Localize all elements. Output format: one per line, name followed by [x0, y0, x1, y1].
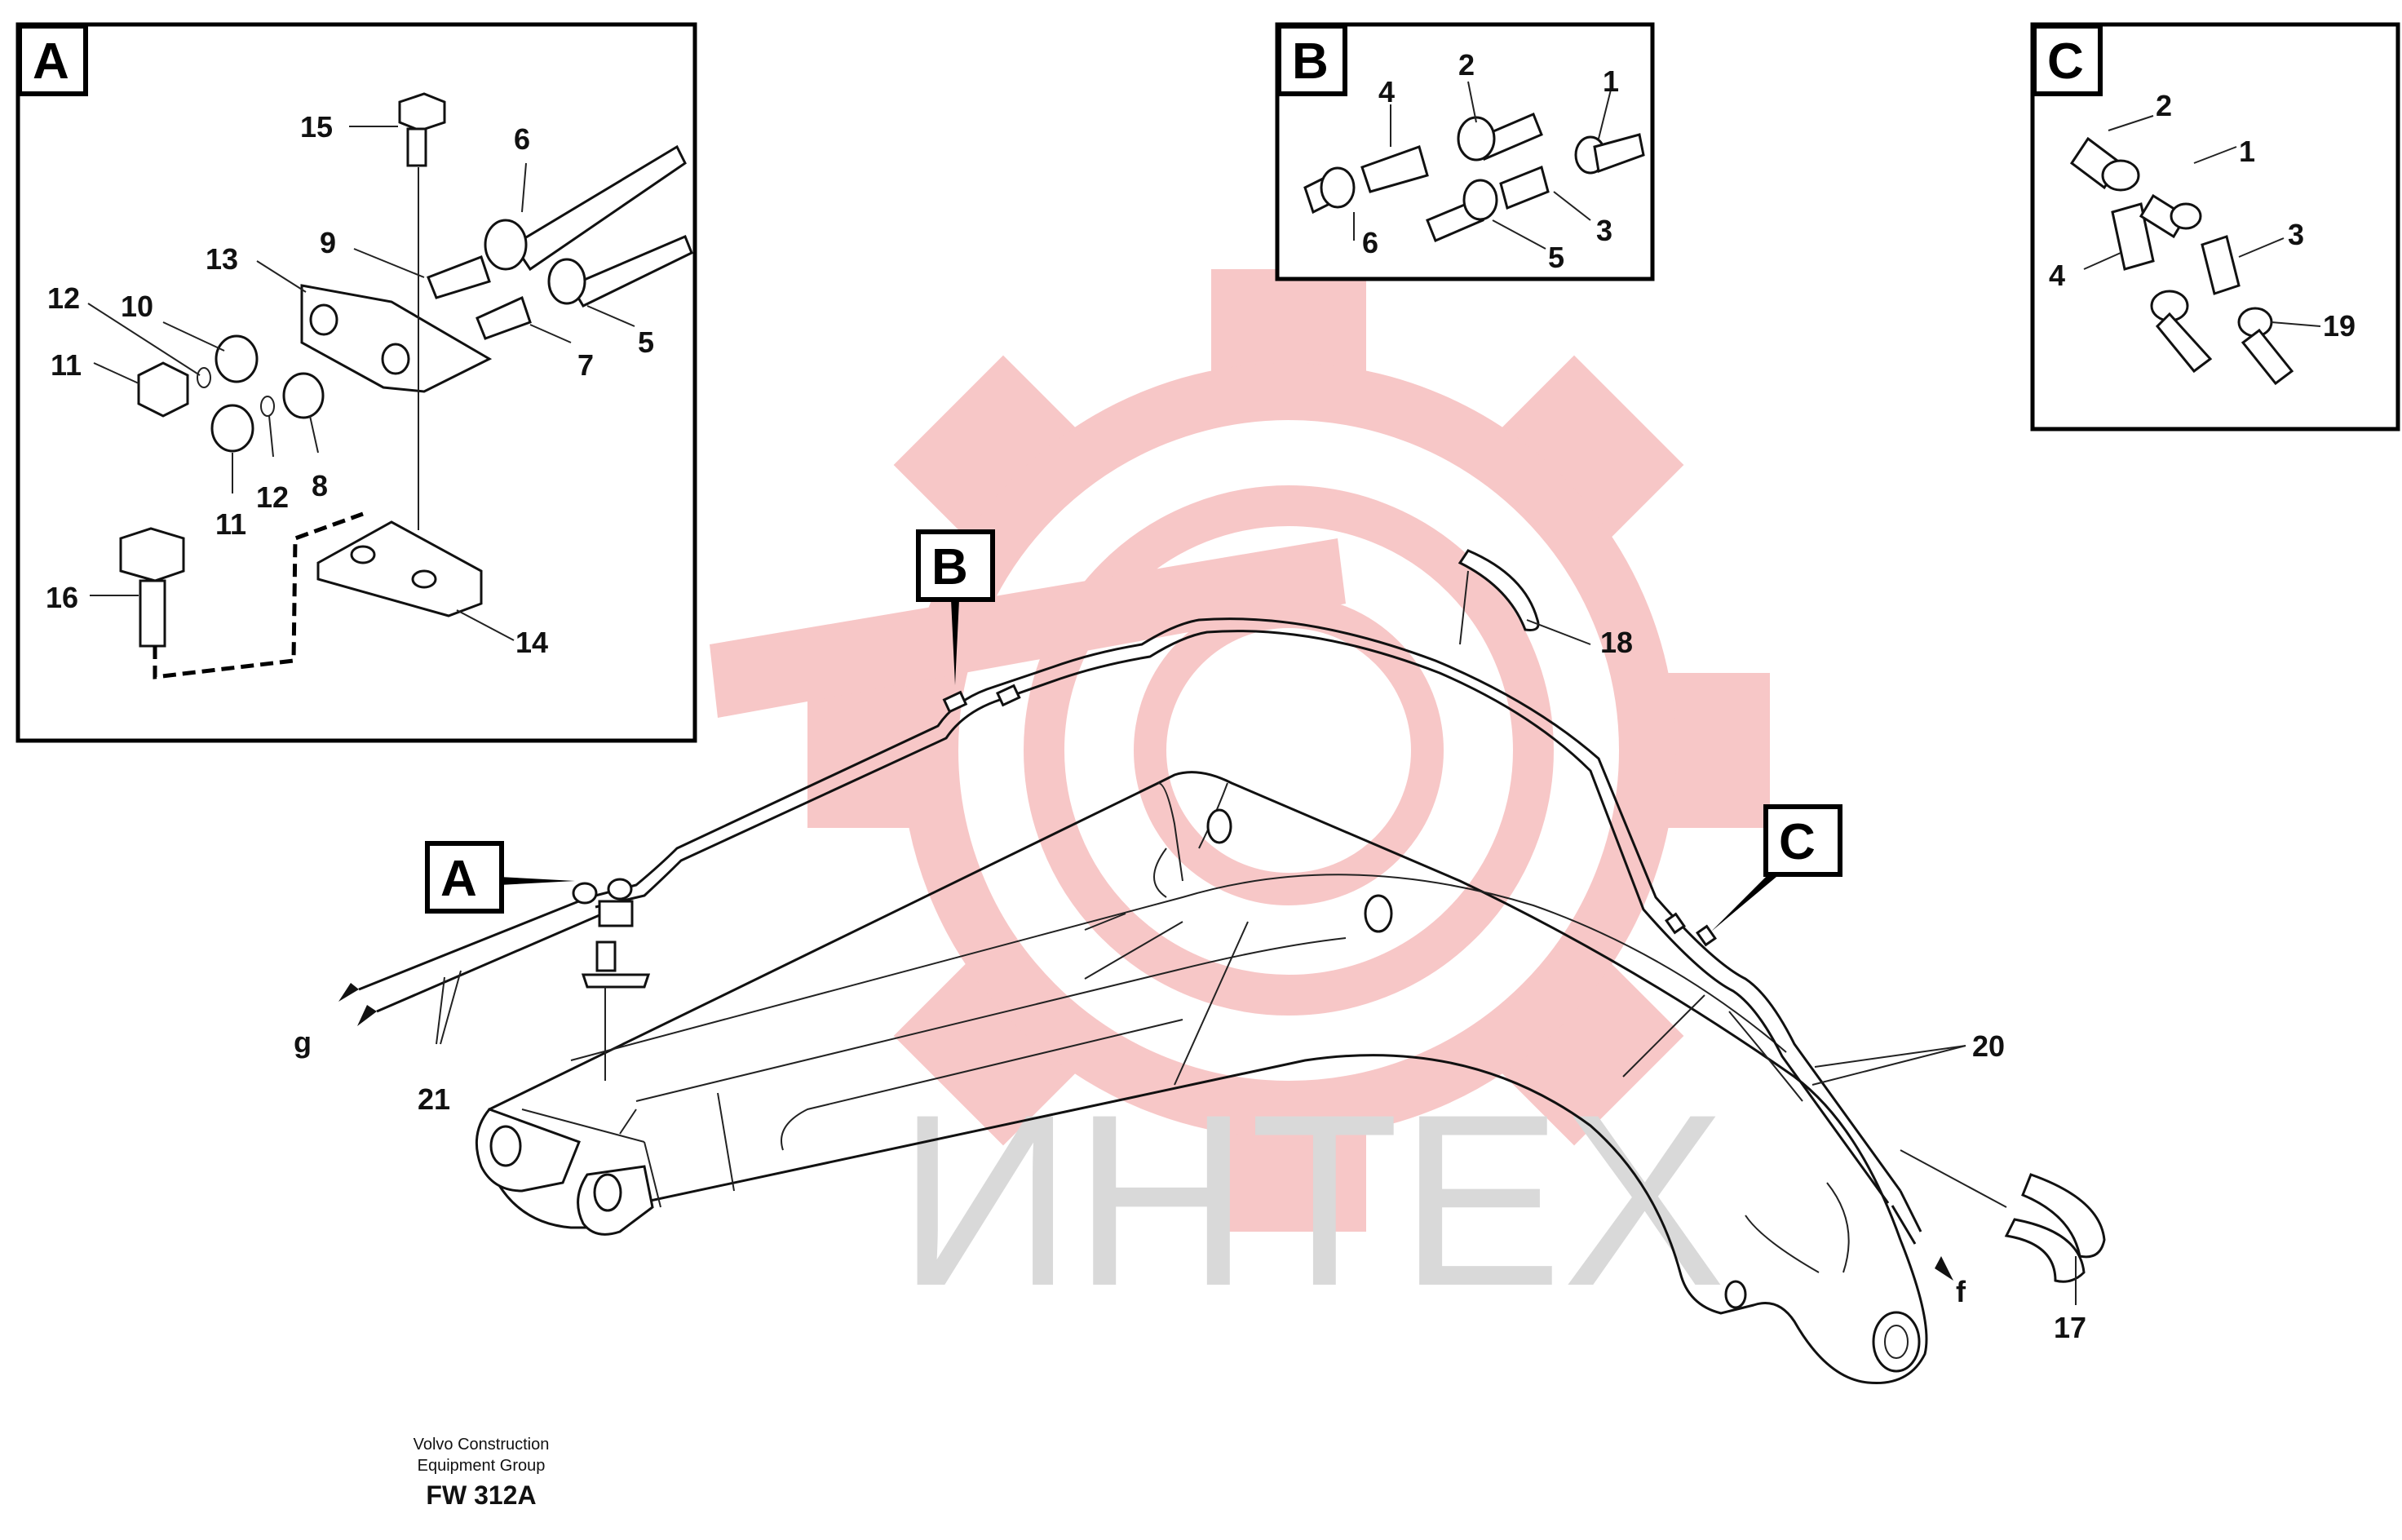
- part-number-5: 5: [1548, 241, 1564, 274]
- part-number-13: 13: [206, 242, 238, 276]
- detail-box-a: A: [15, 22, 697, 743]
- part-number-4: 4: [2049, 259, 2065, 292]
- detail-box-b: B 4 2 1 6 5 3: [1275, 22, 1655, 281]
- part-number-11: 11: [51, 348, 82, 382]
- svg-text:C: C: [2047, 33, 2084, 90]
- part-number-20: 20: [1972, 1029, 2005, 1063]
- part-number-1: 1: [2239, 135, 2255, 168]
- part-number-7: 7: [577, 348, 594, 382]
- direction-label-g: g: [294, 1025, 312, 1059]
- part-number-17: 17: [2054, 1311, 2086, 1344]
- svg-text:A: A: [440, 851, 477, 907]
- part-number-19: 19: [2323, 309, 2356, 343]
- part-number-11: 11: [215, 507, 246, 541]
- svg-text:A: A: [33, 33, 69, 90]
- part-number-15: 15: [300, 110, 333, 144]
- boom-arm: [475, 771, 1928, 1385]
- direction-label-f: f: [1956, 1275, 1966, 1308]
- part-number-5: 5: [638, 325, 654, 359]
- svg-text:B: B: [1292, 33, 1329, 90]
- part-number-8: 8: [312, 469, 328, 502]
- company-line-2: Equipment Group: [417, 1457, 546, 1475]
- part-number-18: 18: [1600, 626, 1633, 659]
- svg-text:C: C: [1779, 814, 1816, 870]
- callout-b: B: [916, 529, 995, 685]
- part-number-16: 16: [46, 581, 78, 614]
- detail-box-c: C 2 1 3 4 19: [2030, 22, 2400, 431]
- part-number-12: 12: [256, 480, 289, 514]
- hydraulic-lines: [338, 549, 2106, 1283]
- company-line-1: Volvo Construction: [413, 1436, 550, 1454]
- drawing-code: FW 312A: [426, 1480, 537, 1510]
- callout-a: A: [425, 841, 575, 914]
- part-number-1: 1: [1603, 64, 1619, 98]
- part-number-3: 3: [2288, 218, 2304, 251]
- part-number-2: 2: [2156, 89, 2172, 122]
- part-number-10: 10: [121, 290, 153, 323]
- part-number-6: 6: [514, 122, 530, 156]
- part-number-14: 14: [515, 626, 548, 659]
- part-number-4: 4: [1378, 75, 1395, 108]
- callout-c: C: [1711, 804, 1842, 932]
- part-number-12: 12: [47, 281, 80, 315]
- part-number-9: 9: [320, 226, 336, 259]
- main-leader-lines: [436, 570, 2077, 1305]
- part-number-3: 3: [1596, 214, 1612, 247]
- watermark-gear-icon: [710, 269, 1770, 1232]
- part-number-6: 6: [1362, 226, 1378, 259]
- part-number-2: 2: [1458, 48, 1475, 82]
- watermark-text: ИНТЕХ: [897, 1063, 1726, 1337]
- part-number-21: 21: [418, 1082, 450, 1116]
- svg-text:B: B: [931, 539, 968, 595]
